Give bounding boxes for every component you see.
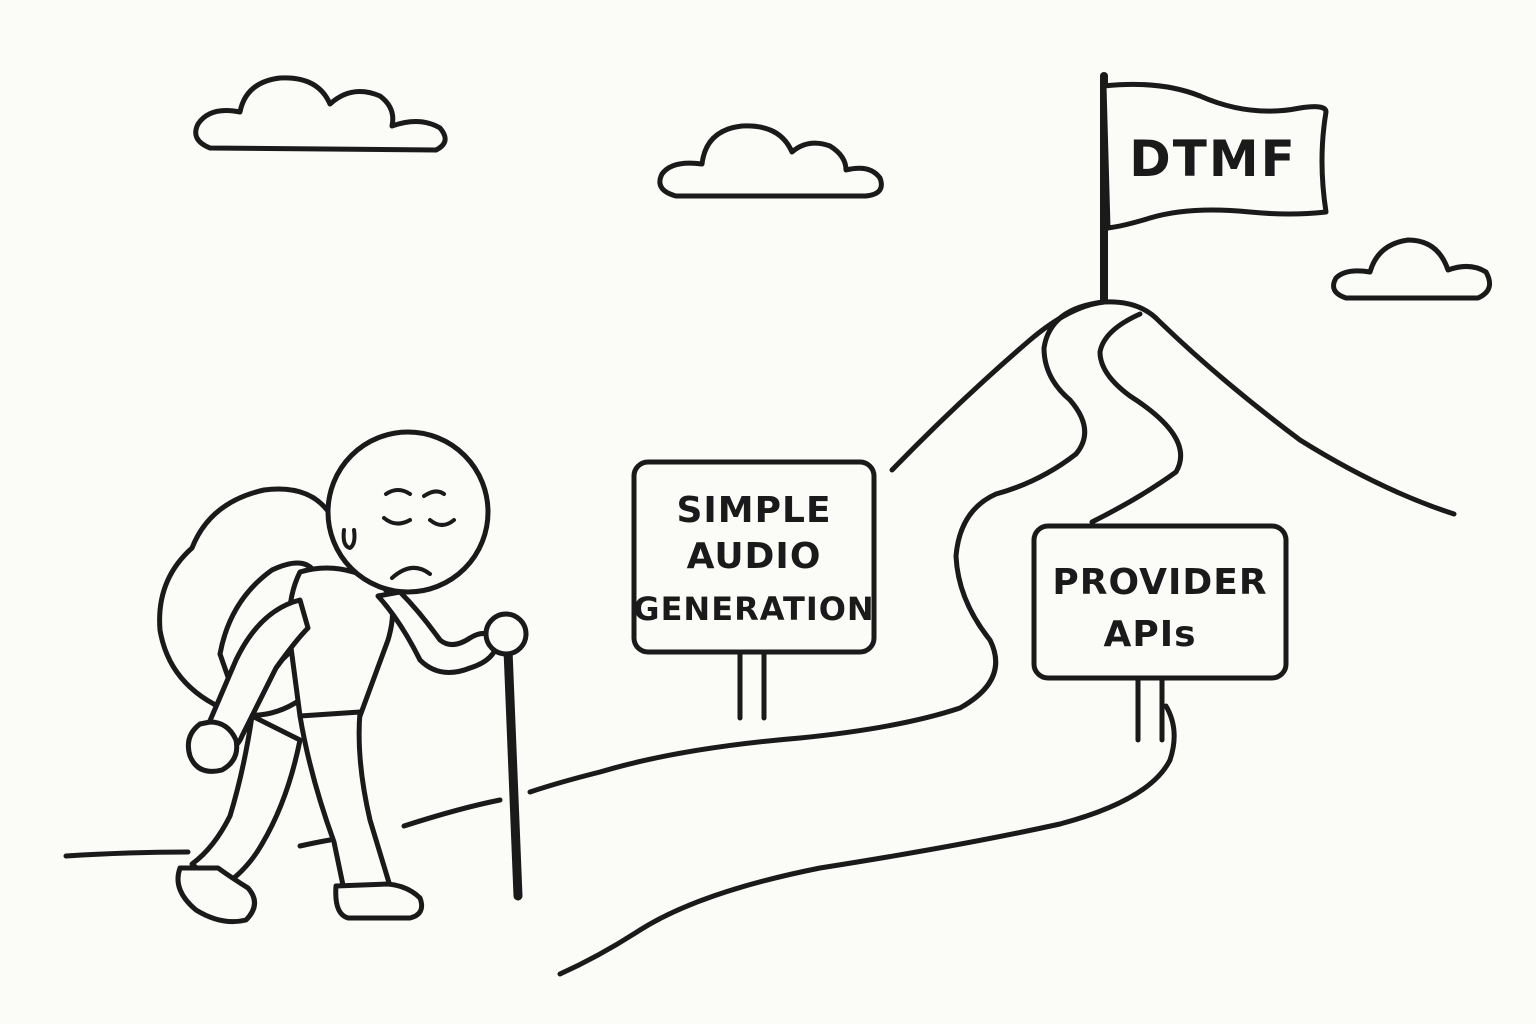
cloud-middle: [657, 123, 884, 199]
back-shoe: [175, 865, 257, 925]
sweat-drop: [341, 528, 357, 550]
ground-line-mid: [297, 837, 333, 849]
hiker-head: [325, 429, 491, 595]
trail-right-edge: [1089, 311, 1184, 525]
tired-hiker: [157, 429, 529, 925]
front-shoe: [333, 881, 425, 921]
sign-simple-audio-generation: SIMPLE AUDIO GENERATION: [631, 459, 877, 721]
sign-line-2: AUDIO: [687, 536, 822, 577]
frown-mouth: [390, 566, 432, 580]
flag-label: DTMF: [1129, 130, 1297, 188]
closed-eye-left: [382, 516, 412, 526]
cloud-left: [193, 75, 448, 153]
trail-left-edge: [527, 299, 1107, 795]
cane-hand: [483, 611, 529, 657]
sign-line-2: APIs: [1103, 614, 1196, 655]
sign-line-1: SIMPLE: [676, 490, 831, 531]
closed-eye-right: [428, 518, 456, 527]
cloud-right: [1331, 237, 1493, 301]
right-arm: [375, 589, 501, 675]
trail-right-edge-lower: [557, 703, 1177, 977]
left-hand: [185, 719, 240, 774]
trail-left-edge-lower: [401, 797, 503, 829]
walking-cane: [503, 645, 523, 901]
sign-board: [631, 459, 877, 655]
sign-provider-apis: PROVIDER APIs: [1031, 523, 1289, 743]
torso: [286, 565, 395, 723]
sign-line-3: GENERATION: [633, 590, 874, 628]
ground-line: [63, 849, 191, 859]
sign-board: [1031, 523, 1289, 681]
mountain-outline: [889, 299, 1457, 517]
flag-cloth: [1101, 81, 1329, 231]
front-leg: [297, 709, 393, 893]
sign-line-1: PROVIDER: [1052, 562, 1267, 603]
worried-eyebrows: [384, 488, 446, 498]
